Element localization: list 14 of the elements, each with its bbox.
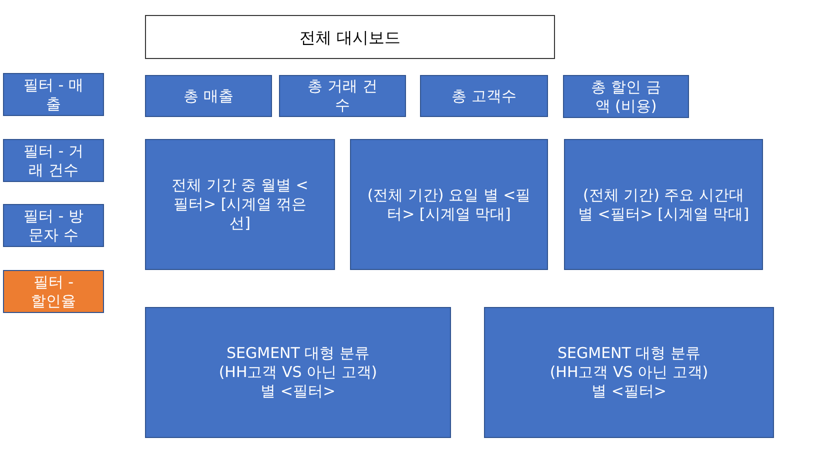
chart-box: 전체 기간 중 월별 <필터> [시계열 꺾은선] xyxy=(145,139,335,270)
filter-box: 필터 - 할인율 xyxy=(3,270,104,313)
metric-box: 총 할인 금액 (비용) xyxy=(563,75,689,118)
title-box: 전체 대시보드 xyxy=(145,15,555,59)
chart-box: (전체 기간) 주요 시간대 별 <필터> [시계열 막대] xyxy=(564,139,763,270)
filter-box: 필터 - 방문자 수 xyxy=(3,204,104,247)
chart-box: (전체 기간) 요일 별 <필터> [시계열 막대] xyxy=(350,139,548,270)
metric-box: 총 거래 건수 xyxy=(279,75,406,117)
chart-box: SEGMENT 대형 분류 (HH고객 VS 아닌 고객) 별 <필터> xyxy=(145,307,451,438)
metric-box: 총 매출 xyxy=(145,75,272,117)
chart-box: SEGMENT 대형 분류 (HH고객 VS 아닌 고객) 별 <필터> xyxy=(484,307,774,438)
filter-box: 필터 - 매출 xyxy=(3,73,104,116)
filter-box: 필터 - 거래 건수 xyxy=(3,139,104,182)
metric-box: 총 고객수 xyxy=(420,75,548,117)
